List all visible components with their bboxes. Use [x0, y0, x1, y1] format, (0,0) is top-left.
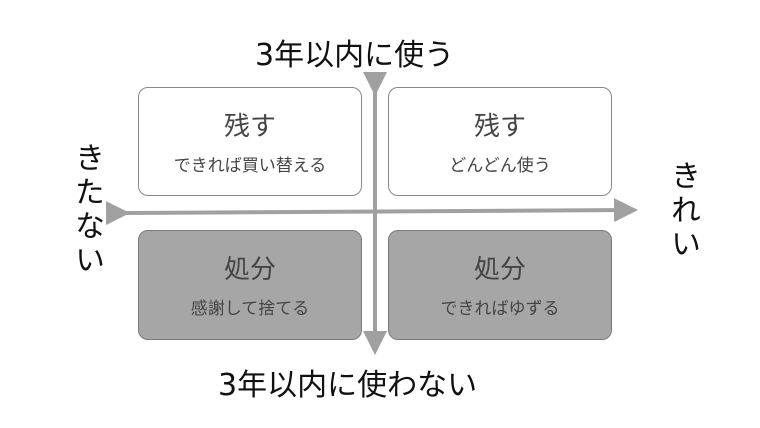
- axis-label-top: 3年以内に使う: [255, 38, 455, 73]
- quadrant-top-left: 残す できれば買い替える: [138, 87, 362, 196]
- quadrant-title: 残す: [223, 112, 276, 142]
- quadrant-title: 処分: [473, 255, 526, 285]
- axis-label-left: きたない: [69, 142, 104, 278]
- quadrant-subtitle: どんどん使う: [449, 156, 551, 176]
- quadrant-title: 残す: [473, 112, 526, 142]
- quadrant-subtitle: できれば買い替える: [173, 156, 327, 176]
- axis-label-right: きれい: [665, 160, 700, 262]
- quadrant-top-right: 残す どんどん使う: [388, 87, 612, 196]
- quadrant-subtitle: 感謝して捨てる: [190, 299, 310, 319]
- quadrant-title: 処分: [223, 255, 276, 285]
- quadrant-subtitle: できればゆずる: [440, 299, 560, 319]
- quadrant-bottom-right: 処分 できればゆずる: [388, 230, 612, 340]
- axis-label-bottom: 3年以内に使わない: [218, 368, 478, 403]
- quadrant-bottom-left: 処分 感謝して捨てる: [138, 230, 362, 340]
